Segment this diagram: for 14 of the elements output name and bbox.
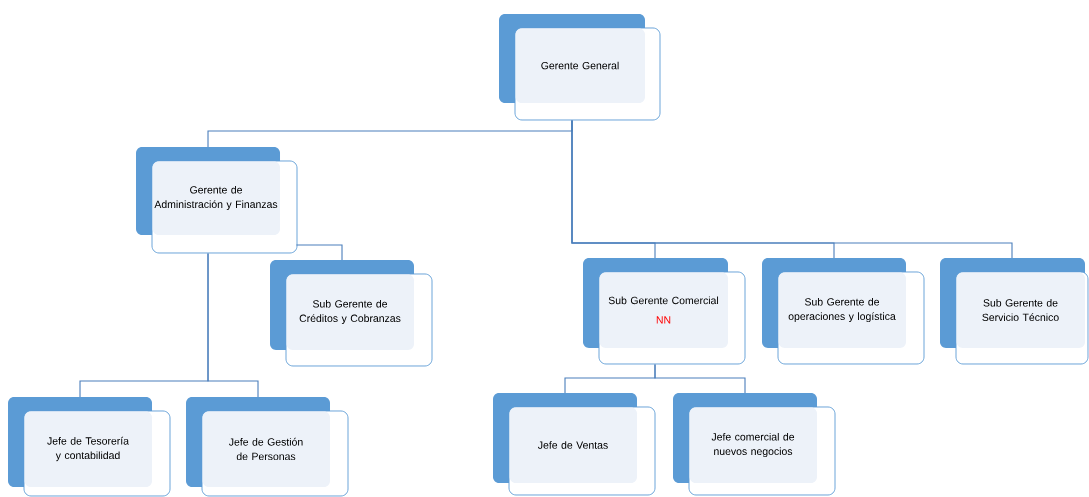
org-box: Jefe de Ventas [493,393,656,496]
connector [207,252,259,398]
connector [654,363,746,394]
org-box: Gerente de Administración y Finanzas [136,147,298,254]
org-box: Sub Gerente Comercial NN [583,258,746,365]
org-box: Gerente General [499,14,661,121]
org-box: Jefe de Tesorería y contabilidad [8,397,171,497]
org-box: Jefe comercial de nuevos negocios [673,393,836,496]
connector [295,244,343,261]
org-box: Sub Gerente de Servicio Técnico [940,258,1089,365]
org-box: Jefe de Gestión de Personas [186,397,349,497]
connector [571,119,1013,259]
org-box: Sub Gerente de Créditos y Cobranzas [270,260,433,367]
org-box: Sub Gerente de operaciones y logística [762,258,925,365]
